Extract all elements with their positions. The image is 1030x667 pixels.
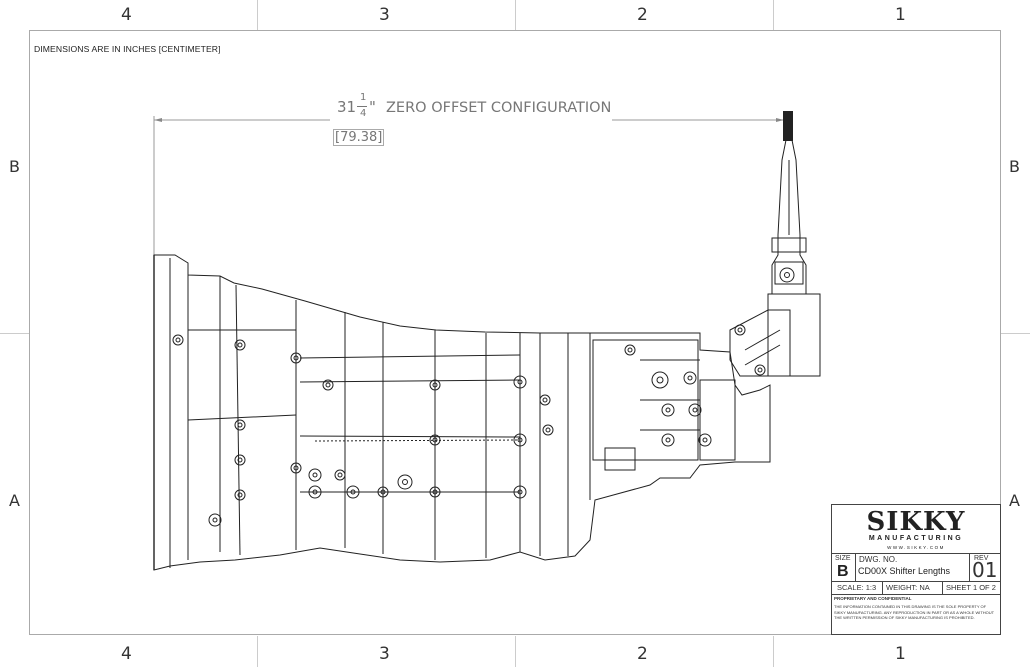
zone-label-bottom-1: 1 (895, 644, 906, 664)
title-block-divider (882, 581, 883, 594)
title-block-divider (832, 581, 1000, 582)
zone-divider (773, 636, 774, 667)
zone-label-right-b: B (1009, 157, 1020, 176)
zone-label-right-a: A (1009, 491, 1020, 510)
title-block-divider (942, 581, 943, 594)
zone-divider (773, 0, 774, 30)
dwg-no-value: CD00X Shifter Lengths (858, 566, 951, 576)
size-value: B (837, 563, 849, 580)
title-block-divider (855, 553, 856, 581)
title-block: SIKKY MANUFACTURING WWW.SIKKY.COM SIZE B… (831, 504, 1001, 635)
proprietary-heading: PROPRIETARY AND CONFIDENTIAL (834, 596, 912, 601)
size-label: SIZE (835, 555, 851, 562)
zone-label-top-2: 2 (637, 5, 648, 25)
logo-website: WWW.SIKKY.COM (887, 545, 945, 550)
zone-label-bottom-2: 2 (637, 644, 648, 664)
zone-label-left-a: A (9, 491, 20, 510)
dimension-caption: ZERO OFFSET CONFIGURATION (386, 100, 612, 116)
dimension-denominator: 4 (360, 108, 367, 119)
zone-label-top-3: 3 (379, 5, 390, 25)
rev-value: 01 (972, 558, 998, 582)
zone-divider (257, 636, 258, 667)
case-outline (153, 254, 771, 571)
zone-label-left-b: B (9, 157, 20, 176)
rev-label: REV (974, 555, 989, 562)
scale-field: SCALE: 1:3 (837, 583, 877, 592)
arrow-left (154, 118, 162, 122)
proprietary-notice: THE INFORMATION CONTAINED IN THIS DRAWIN… (834, 604, 995, 620)
zone-label-top-1: 1 (895, 5, 906, 25)
dimension-whole: 31 (337, 98, 357, 116)
units-note: DIMENSIONS ARE IN INCHES [CENTIMETER] (34, 44, 221, 54)
dimension-numerator: 1 (360, 92, 367, 103)
zone-divider (0, 333, 29, 334)
shifter-top (783, 111, 793, 141)
sheet-field: SHEET 1 OF 2 (946, 583, 996, 592)
weight-field: WEIGHT: NA (886, 583, 930, 592)
dimension-metric: [79.38] (333, 129, 385, 146)
dimension-inch-mark: " (369, 98, 376, 116)
zone-label-bottom-3: 3 (379, 644, 390, 664)
zone-label-bottom-4: 4 (121, 644, 132, 664)
title-block-divider (969, 553, 970, 581)
zone-divider (515, 636, 516, 667)
arrow-right (776, 118, 784, 122)
zone-divider (1001, 333, 1030, 334)
logo-brand: SIKKY (866, 507, 966, 537)
title-block-divider (832, 594, 1000, 595)
logo-subtitle: MANUFACTURING (868, 535, 964, 542)
dwg-no-label: DWG. NO. (859, 555, 898, 564)
zone-divider (257, 0, 258, 30)
drawing-border (29, 30, 1001, 635)
fraction-bar (357, 106, 367, 107)
zone-label-top-4: 4 (121, 5, 132, 25)
zone-divider (515, 0, 516, 30)
company-logo: SIKKY MANUFACTURING WWW.SIKKY.COM (832, 505, 1000, 554)
